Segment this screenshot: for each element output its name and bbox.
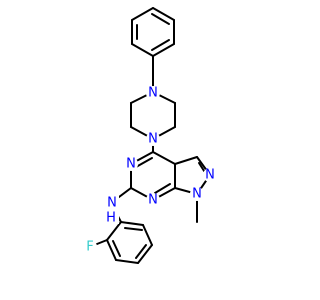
atom-n-piperazine-top: N <box>148 86 158 101</box>
atom-n-amine: N <box>107 196 117 211</box>
bond <box>154 183 171 194</box>
bond <box>152 43 175 57</box>
bond <box>120 221 144 226</box>
bond <box>106 239 117 261</box>
bond <box>124 227 143 231</box>
bond <box>131 43 154 57</box>
atom-n-pyrimidine-3: N <box>126 157 136 172</box>
atom-n-pyrazole-2: N <box>205 168 215 183</box>
bonds <box>91 7 211 264</box>
bond <box>152 7 175 21</box>
molecule-structure: N N N N N N N H F <box>83 7 217 264</box>
atom-n-piperazine-bottom: N <box>148 132 158 147</box>
bond <box>174 156 198 165</box>
bond <box>137 244 153 264</box>
bond <box>151 13 170 25</box>
bond <box>112 240 121 257</box>
atom-h-amine: H <box>106 211 116 226</box>
bond <box>151 39 170 51</box>
atom-n-pyrimidine-1: N <box>148 193 158 208</box>
bond <box>135 157 153 168</box>
bond <box>142 224 153 246</box>
bond <box>152 151 176 165</box>
atom-f: F <box>86 240 93 255</box>
atom-labels: N N N N N N N H F <box>83 86 217 255</box>
bond <box>106 221 122 241</box>
bond <box>135 244 147 259</box>
bond <box>131 7 154 21</box>
atom-n-pyrazole-1: N <box>192 187 202 202</box>
bond <box>115 259 139 264</box>
